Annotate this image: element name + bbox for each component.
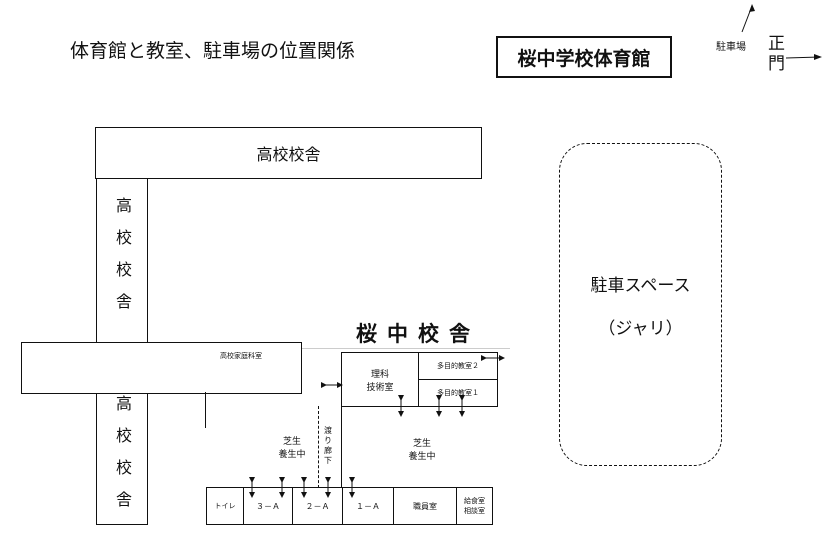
lawn-left-label: 芝生 養生中: [278, 437, 306, 460]
wall-line: [205, 392, 206, 428]
lawn-right-label: 芝生 養生中: [408, 439, 436, 462]
sakura-school-title: 桜中校舎: [356, 322, 480, 346]
room-2a: ２－Ａ: [292, 487, 343, 525]
high-school-left-upper: 高校校舎: [96, 178, 148, 343]
multi-purpose-room-1: 多目的教室１: [418, 379, 498, 407]
gym-title-box: 桜中学校体育館: [496, 36, 672, 78]
staff-room: 職員室: [393, 487, 457, 525]
corridor-dashed-left: [318, 406, 319, 488]
parking-space-sublabel: （ジャリ）: [598, 318, 683, 339]
high-school-cross-building: 高校家庭科室: [21, 342, 302, 394]
parking-direction-label: 駐車場: [716, 42, 746, 53]
lunch-counseling-room: 給食室 相談室: [456, 487, 493, 525]
page-title: 体育館と教室、駐車場の位置関係: [70, 40, 356, 62]
parking-space-label: 駐車スペース: [590, 275, 691, 296]
high-school-left-lower: 高校校舎: [96, 393, 148, 525]
high-school-top-building: 高校校舎: [95, 127, 482, 179]
parking-space: 駐車スペース （ジャリ）: [559, 143, 722, 466]
boundary-line: [302, 348, 510, 349]
direction-arrows: [741, 4, 822, 60]
main-gate-label: 正門: [768, 34, 785, 74]
gym-title: 桜中学校体育館: [517, 47, 651, 70]
home-economics-room-label: 高校家庭科室: [220, 352, 262, 360]
corridor-label: 渡り廊下: [324, 426, 332, 465]
door-arrows: [249, 355, 505, 498]
corridor-solid-right: [341, 406, 342, 488]
room-toilet: トイレ: [206, 487, 244, 525]
